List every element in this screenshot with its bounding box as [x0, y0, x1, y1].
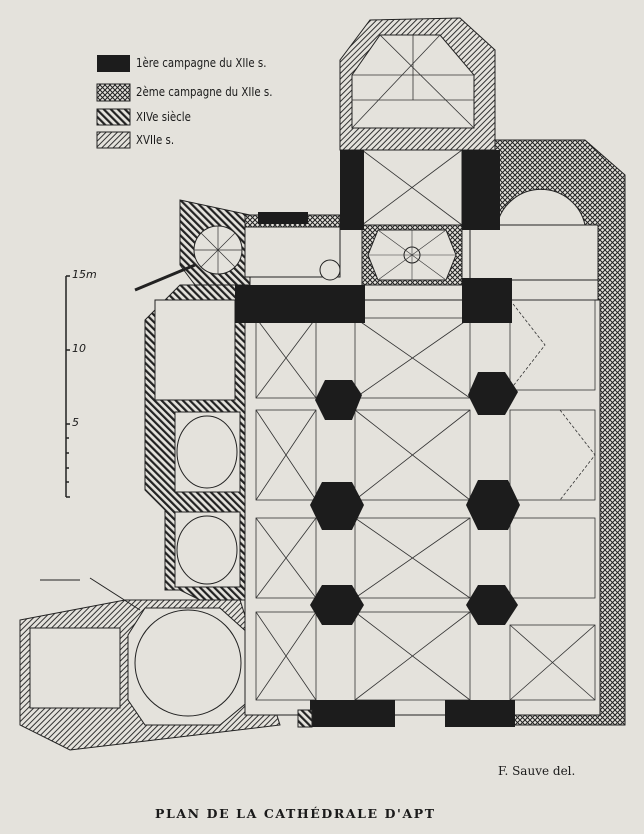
legend-swatch-17th-century	[96, 131, 131, 149]
main-apse	[339, 17, 496, 151]
scale-label-5: 5	[72, 416, 79, 429]
nave-floor	[244, 299, 601, 716]
legend-label-14th-century: XIVe siècle	[136, 110, 191, 124]
draftsman-credit: F. Sauve del.	[498, 764, 576, 778]
legend-label-second-campaign: 2ème campagne du XIIe s.	[136, 85, 273, 99]
legend-swatch-14th-century	[96, 108, 131, 126]
legend-swatch-first-campaign	[97, 55, 130, 72]
right-apsidiole	[496, 188, 586, 226]
scale-label-15m: 15m	[72, 268, 97, 281]
first-campaign-walls	[235, 150, 520, 727]
scale-label-10: 10	[72, 342, 86, 355]
legend-label-first-campaign: 1ère campagne du XIIe s.	[136, 56, 267, 70]
figure-caption: PLAN DE LA CATHÉDRALE D'APT	[155, 806, 436, 821]
vault-bays	[255, 299, 596, 701]
legend-swatch-second-campaign	[96, 83, 131, 102]
legend-label-17th-century: XVIIe s.	[136, 133, 175, 147]
scale-bar	[65, 275, 70, 498]
legend-swatches	[96, 55, 131, 149]
